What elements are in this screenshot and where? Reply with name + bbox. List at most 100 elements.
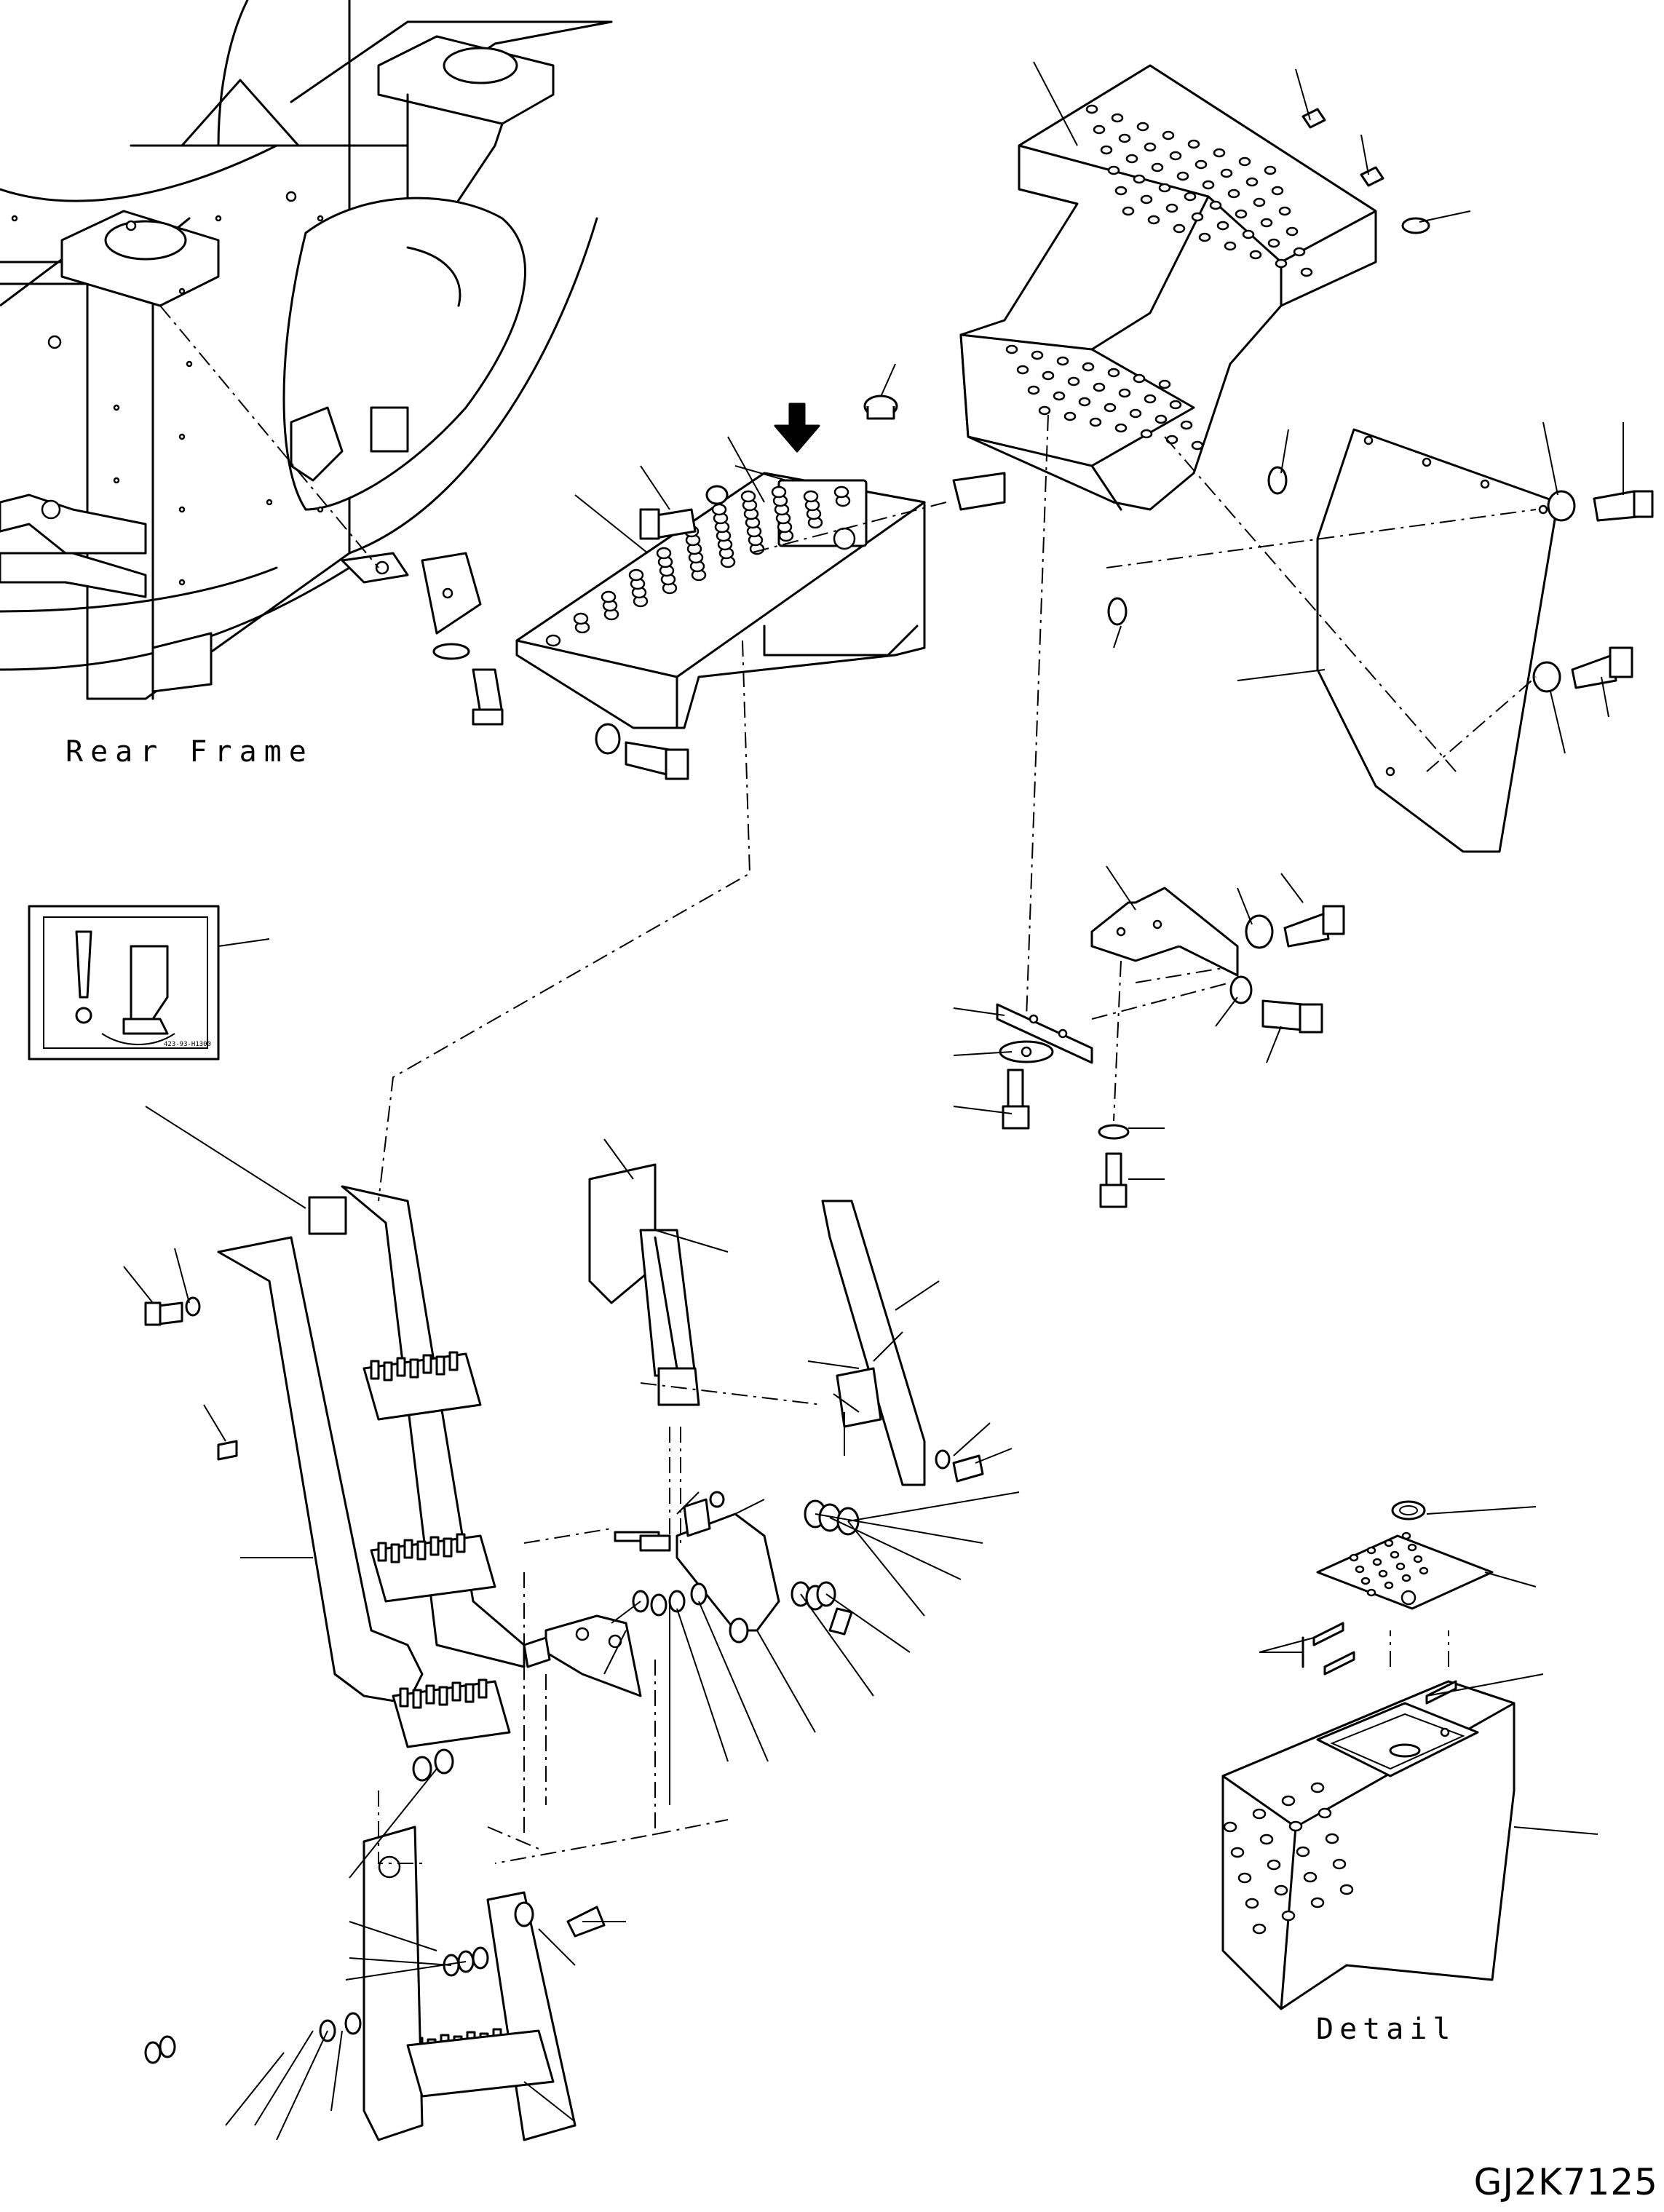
perforation-hole <box>1242 229 1255 239</box>
perforation-hole <box>1249 250 1262 260</box>
warning-decal <box>28 905 220 1061</box>
leader-line <box>218 938 270 947</box>
perforation-hole <box>1104 403 1117 413</box>
perforation-hole <box>545 634 561 647</box>
tread-tooth <box>443 1537 453 1558</box>
perforation-hole <box>1180 420 1193 430</box>
perforation-hole <box>1169 151 1182 161</box>
perforation-hole <box>1133 174 1146 184</box>
perforation-hole <box>1158 379 1171 389</box>
leader-line <box>727 436 765 503</box>
leader-line <box>847 1491 1020 1522</box>
ladder-bolts <box>144 1296 984 1938</box>
perforation-hole <box>1296 1846 1310 1858</box>
perforation-hole <box>1144 394 1157 404</box>
perforation-hole <box>1274 1884 1288 1896</box>
tread-tooth <box>370 1360 380 1380</box>
perforation-hole <box>1151 162 1164 173</box>
perforation-hole <box>1366 1546 1376 1555</box>
perforation-hole <box>1005 344 1018 354</box>
tread-tooth <box>456 1533 466 1553</box>
decal-code: 423-93-H1300 <box>164 1041 211 1048</box>
perforation-hole <box>1384 1539 1394 1547</box>
perforation-hole <box>1100 145 1113 155</box>
tread-tooth <box>390 1543 400 1563</box>
leader-line <box>1513 1826 1598 1835</box>
perforation-hole <box>1235 209 1248 219</box>
perforation-hole <box>1031 350 1044 360</box>
leader-line <box>1113 625 1122 649</box>
perforation-hole <box>1413 1555 1423 1563</box>
perforation-hole <box>1407 1543 1417 1552</box>
perforation-hole <box>1133 373 1146 384</box>
perforation-hole <box>1237 1872 1252 1884</box>
perforation-hole <box>1107 368 1120 378</box>
perforation-hole <box>1252 1923 1267 1935</box>
leader-line <box>953 1422 991 1456</box>
perforation-hole <box>833 485 849 499</box>
tread-tooth <box>425 1684 435 1705</box>
leader-line <box>1419 210 1471 223</box>
perforation-hole <box>1238 156 1251 167</box>
tread-tooth <box>478 1678 488 1699</box>
leader-line <box>1426 1673 1544 1697</box>
perforation-hole <box>1310 1782 1325 1793</box>
leader-line <box>847 1521 925 1617</box>
hinge-plates <box>544 1498 780 1697</box>
leader-line <box>349 1768 437 1879</box>
perforation-hole <box>1349 1553 1359 1562</box>
perforation-hole <box>1355 1565 1365 1574</box>
leader-line <box>953 1007 1005 1016</box>
perforation-hole <box>1360 1577 1371 1585</box>
perforation-hole <box>1165 435 1178 445</box>
cover-plate <box>1316 428 1559 853</box>
perforation-hole <box>1293 247 1306 257</box>
perforation-hole <box>1191 212 1204 222</box>
perforation-hole <box>1288 1820 1303 1832</box>
leader-line <box>676 1491 700 1515</box>
leader-line <box>349 1957 452 1966</box>
perforation-hole <box>1278 206 1291 216</box>
indicator-arrow <box>774 403 820 453</box>
leader-line <box>1426 1506 1537 1515</box>
leader-line <box>603 1138 634 1180</box>
tread-tooth <box>416 1540 427 1561</box>
leader-line <box>975 1448 1013 1464</box>
perforation-hole <box>1165 203 1178 213</box>
perforation-hole <box>1325 1833 1339 1844</box>
leader-line <box>254 2030 314 2126</box>
rear-frame-holes <box>11 215 324 586</box>
perforation-hole <box>1187 139 1200 149</box>
perforation-hole <box>1078 397 1091 407</box>
leader-line <box>1237 887 1253 925</box>
perforation-hole <box>1140 429 1153 439</box>
perforation-hole <box>803 490 819 503</box>
leader-line <box>756 1630 816 1733</box>
perforation-hole <box>1056 356 1069 366</box>
lower-ladder <box>362 1826 577 2141</box>
ladder <box>217 1185 526 1748</box>
perforation-hole <box>1264 165 1277 175</box>
perforation-hole <box>1401 1531 1411 1540</box>
perforation-hole <box>628 568 644 582</box>
perforation-hole <box>1191 440 1204 451</box>
perforation-hole <box>1401 1574 1411 1582</box>
perforation-hole <box>1154 414 1168 424</box>
perforation-hole <box>1216 221 1229 231</box>
leader-line <box>734 465 787 481</box>
leader-line <box>574 494 649 554</box>
perforation-hole <box>1122 206 1135 216</box>
leader-line <box>953 1106 1013 1114</box>
leader-line <box>1360 134 1369 175</box>
tread-tooth <box>438 1686 448 1706</box>
perforation-hole <box>1202 180 1215 190</box>
leader-line <box>807 1360 860 1369</box>
rear-frame <box>0 0 613 700</box>
leader-line <box>611 1601 641 1624</box>
leader-line <box>1259 1637 1315 1653</box>
perforation-hole <box>1209 200 1222 210</box>
leader-line <box>276 2030 328 2141</box>
tread-tooth <box>403 1539 413 1559</box>
perforation-hole <box>1089 417 1102 427</box>
perforation-hole <box>1067 376 1080 386</box>
